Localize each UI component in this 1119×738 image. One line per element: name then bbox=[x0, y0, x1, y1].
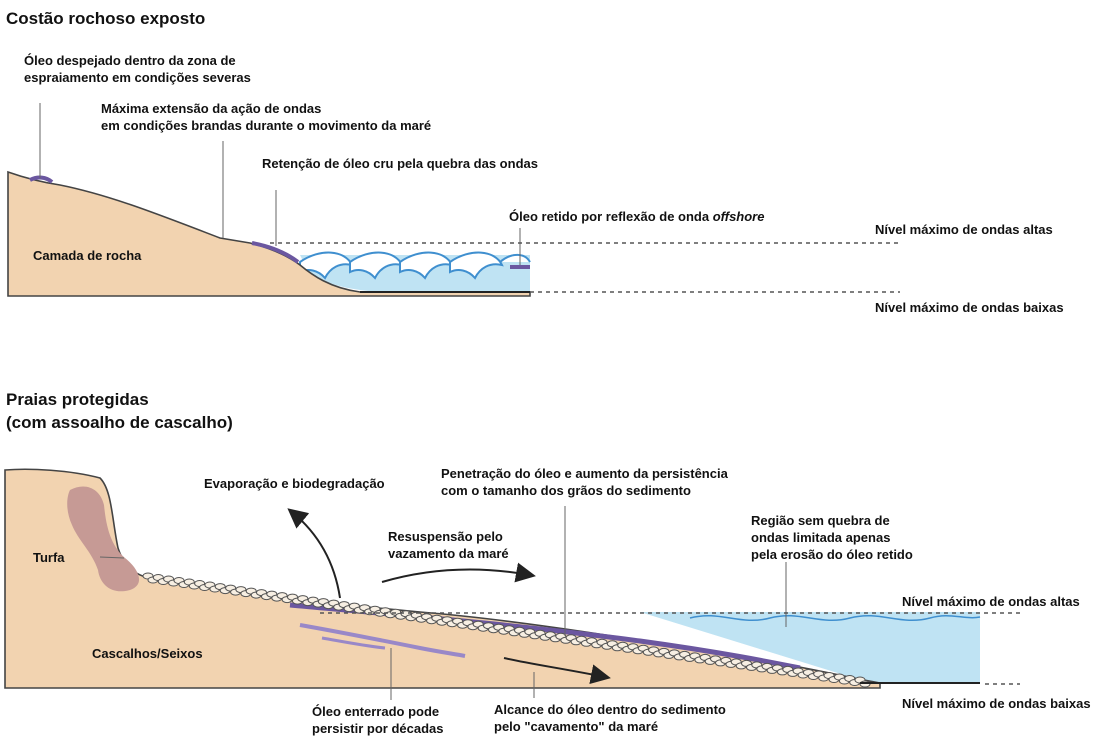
label-buried-line1: Óleo enterrado pode bbox=[312, 704, 440, 719]
label-gravel: Cascalhos/Seixos bbox=[92, 646, 203, 661]
label-reach-line1: Alcance do óleo dentro do sedimento bbox=[494, 702, 726, 717]
rocky-shore-diagram bbox=[7, 103, 900, 297]
label-peat: Turfa bbox=[33, 550, 65, 565]
pebbles bbox=[142, 572, 871, 688]
label-evaporation: Evaporação e biodegradação bbox=[204, 476, 385, 491]
gravel-beach-title-line2: (com assoalho de cascalho) bbox=[6, 413, 233, 432]
label-penetration-line1: Penetração do óleo e aumento da persistê… bbox=[441, 466, 728, 481]
label-top-low-level: Nível máximo de ondas baixas bbox=[875, 300, 1064, 315]
label-region-line2: ondas limitada apenas bbox=[751, 530, 891, 545]
bottom-water bbox=[640, 612, 980, 683]
label-reach-line2: pelo "cavamento" da maré bbox=[494, 719, 659, 734]
label-resuspension-line2: vazamento da maré bbox=[388, 546, 509, 561]
label-splash-line2: espraiamento em condições severas bbox=[24, 70, 251, 85]
evaporation-arrow bbox=[287, 508, 341, 599]
top-waves bbox=[299, 251, 531, 280]
gravel-beach-title-line1: Praias protegidas bbox=[6, 390, 149, 409]
label-region-line3: pela erosão do óleo retido bbox=[751, 547, 913, 562]
rocky-shore-title: Costão rochoso exposto bbox=[6, 9, 206, 28]
label-buried-line2: persistir por décadas bbox=[312, 721, 444, 736]
label-bottom-low-level: Nível máximo de ondas baixas bbox=[902, 696, 1091, 711]
rock-layer bbox=[7, 170, 531, 297]
label-retention: Retenção de óleo cru pela quebra das ond… bbox=[262, 156, 538, 171]
label-resuspension-line1: Resuspensão pelo bbox=[388, 529, 503, 544]
gravel-beach-diagram bbox=[4, 468, 1020, 700]
peat-layer bbox=[67, 486, 140, 592]
oil-breaking bbox=[251, 241, 300, 264]
label-penetration-line2: com o tamanho dos grãos do sedimento bbox=[441, 483, 691, 498]
label-top-high-level: Nível máximo de ondas altas bbox=[875, 222, 1053, 237]
label-max-wave-line1: Máxima extensão da ação de ondas bbox=[101, 101, 322, 116]
label-bottom-high-level: Nível máximo de ondas altas bbox=[902, 594, 1080, 609]
label-rock-layer: Camada de rocha bbox=[33, 248, 142, 263]
label-splash-line1: Óleo despejado dentro da zona de bbox=[24, 53, 236, 68]
label-max-wave-line2: em condições brandas durante o movimento… bbox=[101, 118, 432, 133]
oil-splash bbox=[29, 175, 54, 184]
reach-arrow bbox=[503, 657, 611, 685]
label-offshore: Óleo retido por reflexão de onda offshor… bbox=[509, 209, 765, 224]
label-region-line1: Região sem quebra de bbox=[751, 513, 890, 528]
buried-oil bbox=[299, 623, 466, 658]
resuspension-arrow bbox=[381, 562, 536, 583]
